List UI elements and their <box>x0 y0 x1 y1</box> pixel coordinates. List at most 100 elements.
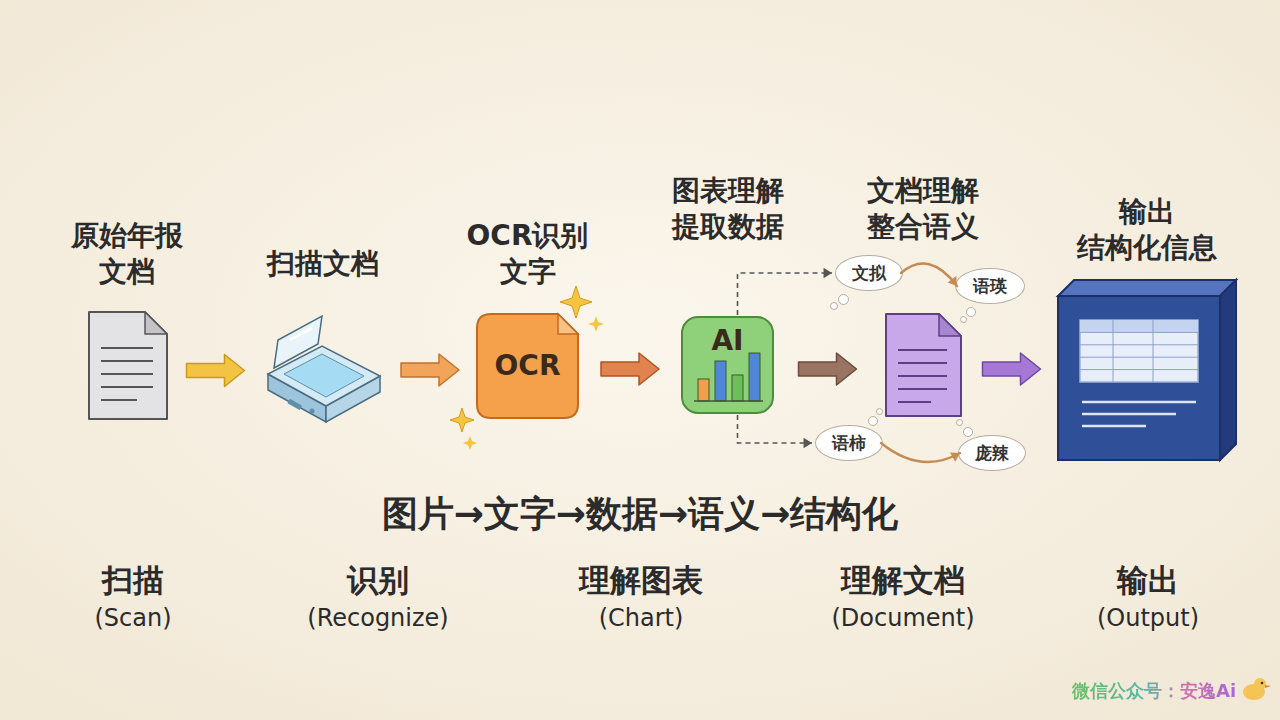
flow-arrow <box>983 353 1041 385</box>
step-name: 扫描 <box>102 560 164 602</box>
text-line <box>101 399 137 401</box>
output-box: 输出 结构化信息 <box>1058 280 1236 460</box>
step-english: (Chart) <box>599 604 684 632</box>
curved-line <box>881 443 960 462</box>
watermark-icon <box>1243 678 1271 700</box>
document-icon: 原始年报 文档 <box>83 308 171 423</box>
step-english: (Output) <box>1097 604 1199 632</box>
table-col-line <box>1113 320 1114 382</box>
icon-label: OCR <box>475 350 580 382</box>
step-name: 识别 <box>347 560 409 602</box>
page-shape <box>886 314 961 416</box>
dashed-connector <box>738 415 813 448</box>
chart-bar <box>698 379 709 401</box>
arrow-head <box>804 438 812 449</box>
text-line <box>1082 413 1176 416</box>
scanner-icon-art <box>260 310 385 430</box>
sparkle <box>588 316 604 332</box>
curved-line <box>901 264 957 286</box>
dashed-line <box>738 273 833 315</box>
bubble-text: 语瑛 <box>973 275 1007 298</box>
bubble-tail <box>963 427 973 437</box>
flow-summary: 图片→文字→数据→语义→结构化 <box>382 490 899 539</box>
bubble-text: 语柿 <box>832 432 866 455</box>
sparkle <box>463 436 477 450</box>
icon-label: AI <box>680 325 775 357</box>
step-english: (Document) <box>831 604 974 632</box>
speech-bubble: 文拟 <box>835 255 903 291</box>
text-line <box>1082 401 1196 404</box>
table-row-line <box>1080 344 1198 345</box>
text-line <box>898 349 947 351</box>
text-line <box>898 362 947 364</box>
table-row-line <box>1080 369 1198 370</box>
speech-bubble: 语瑛 <box>955 268 1025 304</box>
cube-top <box>1058 280 1236 296</box>
bubble-tail <box>830 302 838 310</box>
dashed-connector <box>901 264 957 286</box>
watermark: 微信公众号：安逸Ai <box>1072 679 1236 703</box>
text-line <box>898 388 947 390</box>
bubble-tail <box>960 316 967 323</box>
scanner-button <box>310 409 315 414</box>
scanner-lid <box>274 316 322 368</box>
bubble-tail <box>966 307 976 317</box>
lid-shine <box>290 328 312 340</box>
page-shape <box>89 312 167 419</box>
arrow-head <box>948 276 957 286</box>
bubble-text: 庞辣 <box>975 442 1009 465</box>
text-line <box>898 401 931 403</box>
speech-bubble: 庞辣 <box>958 435 1026 471</box>
flow-arrow <box>799 353 857 385</box>
dashed-line <box>738 415 813 443</box>
text-line <box>101 347 153 349</box>
table-row-line <box>1080 357 1198 358</box>
document-icon-art <box>880 310 965 420</box>
bubble-tail <box>838 294 849 305</box>
table-col-line <box>1153 320 1154 382</box>
cube-side <box>1220 280 1236 460</box>
arrow-body <box>799 353 857 385</box>
flow-arrow <box>601 353 659 385</box>
output-box-art <box>1058 280 1236 460</box>
arrow-body <box>401 354 459 386</box>
bubble-tail <box>868 416 878 426</box>
page-fold <box>939 314 961 336</box>
table-sheet <box>1080 320 1198 382</box>
stage-heading: 图表理解 提取数据 <box>653 173 803 245</box>
ocr-fold <box>558 314 578 334</box>
step-english: (Recognize) <box>307 604 448 632</box>
document-icon: 文档理解 整合语义 <box>880 310 965 420</box>
sparkle <box>560 286 592 318</box>
document-icon-art <box>83 308 171 423</box>
chart-bar <box>732 375 743 401</box>
page-fold <box>145 312 167 334</box>
text-line <box>101 373 153 375</box>
chart-axis <box>694 400 763 402</box>
stage-heading: OCR识别 文字 <box>453 218 603 290</box>
arrow-body <box>187 355 245 387</box>
table-row-line <box>1080 332 1198 333</box>
text-line <box>101 360 153 362</box>
bubble-tail <box>876 408 883 415</box>
step-english: (Scan) <box>94 604 171 632</box>
arrow-head <box>950 452 960 461</box>
flow-arrow <box>401 354 459 386</box>
stage-heading: 文档理解 整合语义 <box>848 173 998 245</box>
scanner-glass <box>284 354 364 397</box>
text-line <box>1082 425 1146 428</box>
chart-bar <box>749 353 760 401</box>
scanner-button <box>287 399 302 410</box>
step-name: 输出 <box>1117 560 1179 602</box>
arrow-body <box>983 353 1041 385</box>
cube-front <box>1058 296 1220 460</box>
dashed-connector <box>881 443 960 462</box>
stage-heading: 扫描文档 <box>223 246 423 282</box>
sparkle <box>450 408 474 432</box>
bubble-text: 文拟 <box>852 262 886 285</box>
table-header <box>1080 320 1198 332</box>
stage-heading: 原始年报 文档 <box>52 218 202 290</box>
speech-bubble: 语柿 <box>815 425 883 461</box>
arrow-head <box>824 268 832 279</box>
